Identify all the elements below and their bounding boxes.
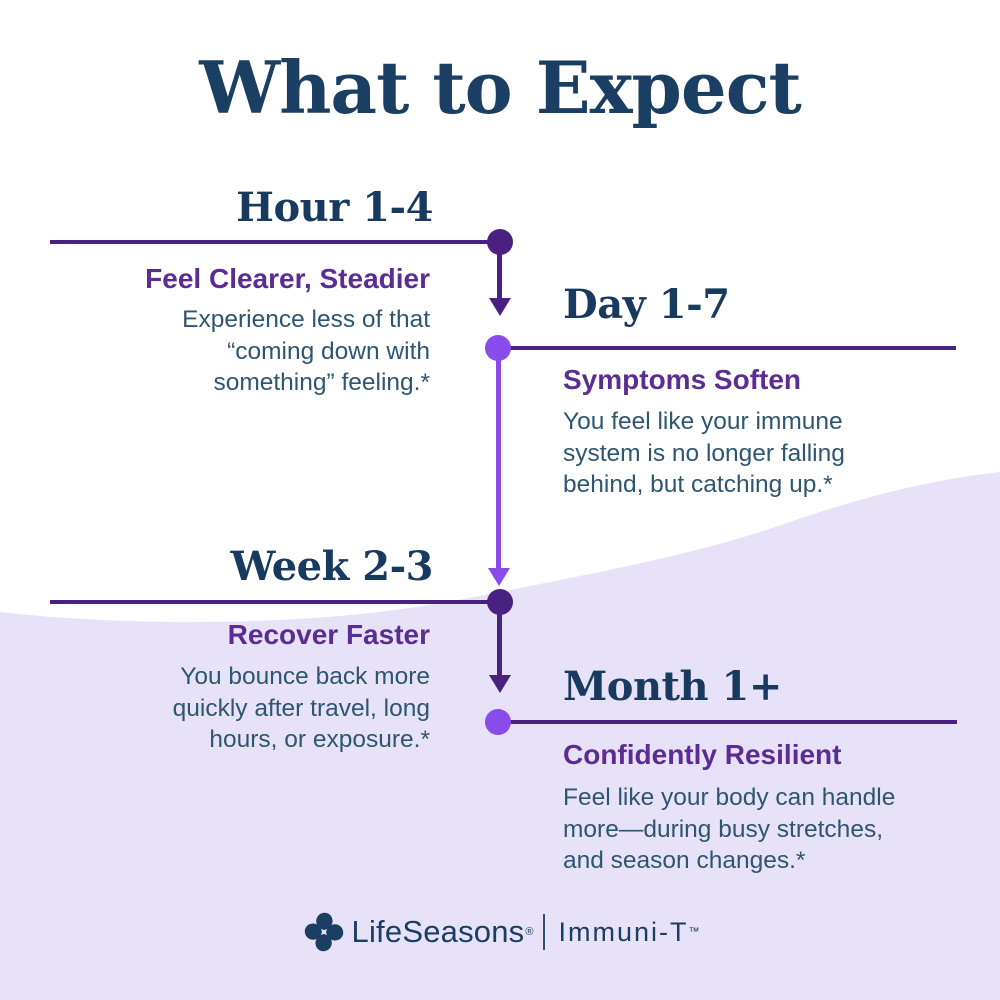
product-name: Immuni-T <box>558 916 689 947</box>
timeline-dot-hour <box>487 229 513 255</box>
milestone-day-body: You feel like your immune system is no l… <box>563 408 845 498</box>
milestone-month-body: Feel like your body can handle more—duri… <box>563 784 896 874</box>
milestone-week-subtitle: Recover Faster <box>227 619 430 650</box>
milestone-week-body: You bounce back more quickly after trave… <box>172 663 430 753</box>
milestone-day-subtitle: Symptoms Soften <box>563 364 802 395</box>
timeline-dot-week <box>487 589 513 615</box>
timeline-dot-day <box>485 335 511 361</box>
timeline-line-hour <box>50 240 502 244</box>
arrow-shaft-2 <box>496 356 501 570</box>
logo-separator <box>543 914 546 950</box>
timeline-dot-month <box>485 709 511 735</box>
arrow-down-icon <box>488 568 510 586</box>
brand-name: LifeSeasons <box>351 914 525 949</box>
timeline-line-month <box>498 720 957 724</box>
milestone-day-title: Day 1-7 <box>563 281 730 328</box>
lifeseasons-flower-icon <box>304 912 343 952</box>
registered-mark: ® <box>525 926 534 938</box>
milestone-week-title: Week 2-3 <box>230 543 434 590</box>
arrow-down-icon <box>489 675 511 693</box>
page-title: What to Expect <box>199 45 802 130</box>
arrow-down-icon <box>489 298 511 316</box>
milestone-hour-subtitle: Feel Clearer, Steadier <box>145 263 430 294</box>
arrow-shaft-1 <box>497 253 502 300</box>
timeline-line-day <box>498 346 956 350</box>
trademark-mark: ™ <box>688 926 700 938</box>
milestone-hour-title: Hour 1-4 <box>236 184 433 231</box>
timeline-line-week <box>50 600 502 604</box>
milestone-month-subtitle: Confidently Resilient <box>563 739 842 770</box>
milestone-month-title: Month 1+ <box>563 663 782 710</box>
milestone-hour-body: Experience less of that “coming down wit… <box>182 306 430 396</box>
arrow-shaft-3 <box>497 613 502 677</box>
